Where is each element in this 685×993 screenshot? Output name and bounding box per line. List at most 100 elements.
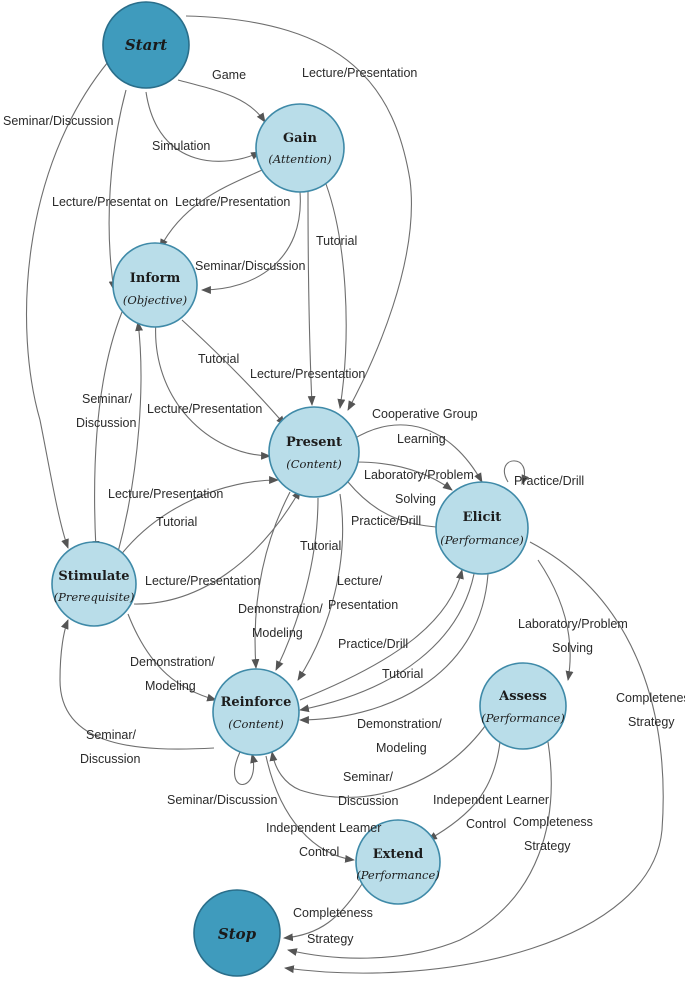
node-start[interactable]: Start [102, 1, 190, 89]
label-reinforce-self-seminar: Seminar/Discussion [167, 793, 278, 807]
node-assess-subtitle: (Performance) [481, 711, 565, 725]
label-assess-stop-complete-2: Strategy [524, 839, 571, 853]
nodes: Start Gain (Attention) Inform (Objective… [51, 1, 567, 977]
node-assess[interactable]: Assess (Performance) [479, 662, 567, 750]
edge-extend-stop-complete [283, 883, 363, 942]
label-stimulate-reinforce-demo-1: Demonstration/ [130, 655, 215, 669]
label-elicit-assess-lab-2: Solving [552, 641, 593, 655]
label-stimulate-present-lecture-2: Lecture/Presentation [145, 574, 260, 588]
label-elicit-reinforce-demo-1: Demonstration/ [357, 717, 442, 731]
edge-elicit-reinforce-demo [299, 573, 489, 724]
edge-start-gain-simulation [145, 91, 261, 162]
edge-gain-inform-lecture [159, 169, 263, 249]
edge-elicit-reinforce-tutorial [299, 573, 475, 713]
label-elicit-stop-complete-1: Completeness [616, 691, 685, 705]
node-stop-title: Stop [218, 925, 257, 943]
edge-inform-stimulate [91, 311, 123, 551]
edge-assess-extend-ilc [427, 741, 501, 841]
node-elicit[interactable]: Elicit (Performance) [435, 481, 529, 575]
node-reinforce-title: Reinforce [221, 695, 292, 710]
label-extend-stop-complete-1: Completeness [293, 906, 373, 920]
edge-start-stimulate-seminar [26, 61, 109, 549]
edge-stimulate-present-tutorial [119, 476, 279, 557]
edge-elicit-self-loop [503, 460, 530, 485]
edge-start-present-lecture [185, 15, 412, 411]
label-present-reinforce-lecture-1: Lecture/ [337, 574, 383, 588]
label-assess-reinforce-seminar-1: Seminar/ [343, 770, 394, 784]
edge-start-inform-lecture [108, 89, 127, 291]
node-stimulate[interactable]: Stimulate (Prerequisite) [51, 541, 137, 627]
label-stimulate-reinforce-demo-2: Modeling [145, 679, 196, 693]
edge-elicit-stop-complete [284, 541, 664, 974]
edge-elicit-assess-lab [537, 559, 574, 681]
edge-present-reinforce-lecture [297, 493, 344, 681]
edge-gain-present-tutorial [307, 191, 316, 406]
label-start-present-lecture: Lecture/Presentation [302, 66, 417, 80]
node-start-title: Start [125, 36, 167, 54]
label-present-elicit-lab-1: Laboratory/Problem [364, 468, 474, 482]
label-present-elicit-coop-2: Learning [397, 432, 446, 446]
node-elicit-subtitle: (Performance) [440, 533, 524, 547]
node-present-subtitle: (Content) [286, 457, 342, 471]
label-present-elicit-practice: Practice/Drill [351, 514, 421, 528]
node-inform[interactable]: Inform (Objective) [112, 242, 198, 328]
label-stimulate-present-lecture: Lecture/Presentation [108, 487, 223, 501]
node-reinforce[interactable]: Reinforce (Content) [212, 668, 300, 756]
label-start-gain-simulation: Simulation [152, 139, 210, 153]
label-present-reinforce-tutorial: Tutorial [300, 539, 341, 553]
label-reinforce-elicit-practice: Practice/Drill [338, 637, 408, 651]
label-gain-inform-lecture: Lecture/Presentation [175, 195, 290, 209]
edge-reinforce-elicit-practice [299, 569, 464, 701]
edge-present-reinforce-demo [251, 491, 291, 669]
label-inform-present-tutorial: Tutorial [198, 352, 239, 366]
node-assess-title: Assess [498, 689, 547, 704]
edge-gain-present-lecture [325, 183, 347, 409]
label-reinforce-stimulate-seminar-1: Seminar/ [86, 728, 137, 742]
label-elicit-reinforce-tutorial: Tutorial [382, 667, 423, 681]
label-present-elicit-lab-2: Solving [395, 492, 436, 506]
node-gain[interactable]: Gain (Attention) [255, 103, 345, 193]
label-present-reinforce-lecture-2: Presentation [328, 598, 398, 612]
edges [26, 15, 664, 974]
label-elicit-self-practice: Practice/Drill [514, 474, 584, 488]
node-stimulate-subtitle: (Prerequisite) [54, 590, 135, 604]
label-reinforce-extend-ilc-2: Control [299, 845, 339, 859]
node-present-title: Present [286, 435, 342, 450]
edge-present-elicit-practice [347, 481, 447, 532]
label-start-inform-lecture: Lecture/Presentat on [52, 195, 168, 209]
node-stop[interactable]: Stop [193, 889, 281, 977]
label-assess-extend-ilc-2: Control [466, 817, 506, 831]
label-gain-inform-seminar: Seminar/Discussion [195, 259, 306, 273]
edge-present-elicit-lab [355, 461, 453, 491]
edge-present-elicit-coop [351, 424, 483, 483]
edge-assess-stop-complete [287, 741, 552, 959]
label-stimulate-inform-seminar-1: Seminar/ [82, 392, 133, 406]
label-reinforce-extend-ilc-1: Independent Leamer [266, 821, 381, 835]
label-present-reinforce-demo-1: Demonstration/ [238, 602, 323, 616]
label-stimulate-inform-seminar-2: Discussion [76, 416, 136, 430]
node-gain-title: Gain [283, 131, 317, 146]
node-reinforce-subtitle: (Content) [228, 717, 284, 731]
node-elicit-title: Elicit [463, 510, 502, 525]
node-present[interactable]: Present (Content) [268, 406, 360, 498]
label-stimulate-present-tutorial: Tutorial [156, 515, 197, 529]
label-gain-present-lecture: Lecture/Presentation [250, 367, 365, 381]
edge-present-reinforce-tutorial [275, 497, 319, 671]
node-gain-subtitle: (Attention) [268, 152, 331, 166]
edge-reinforce-extend-ilc [265, 755, 355, 863]
label-present-reinforce-demo-2: Modeling [252, 626, 303, 640]
edge-assess-reinforce-seminar [269, 721, 489, 798]
label-start-gain-game: Game [212, 68, 246, 82]
label-reinforce-stimulate-seminar-2: Discussion [80, 752, 140, 766]
edge-stimulate-inform-seminar [117, 321, 143, 553]
label-elicit-assess-lab-1: Laboratory/Problem [518, 617, 628, 631]
edge-stimulate-reinforce-demo [127, 613, 217, 702]
label-elicit-reinforce-demo-2: Modeling [376, 741, 427, 755]
node-extend[interactable]: Extend (Performance) [355, 819, 441, 905]
label-assess-stop-complete-1: Completeness [513, 815, 593, 829]
edge-labels: Game Lecture/Presentation Seminar/Discus… [3, 66, 685, 946]
edge-start-gain-game [177, 79, 266, 123]
edge-stimulate-present-lecture [133, 489, 301, 605]
